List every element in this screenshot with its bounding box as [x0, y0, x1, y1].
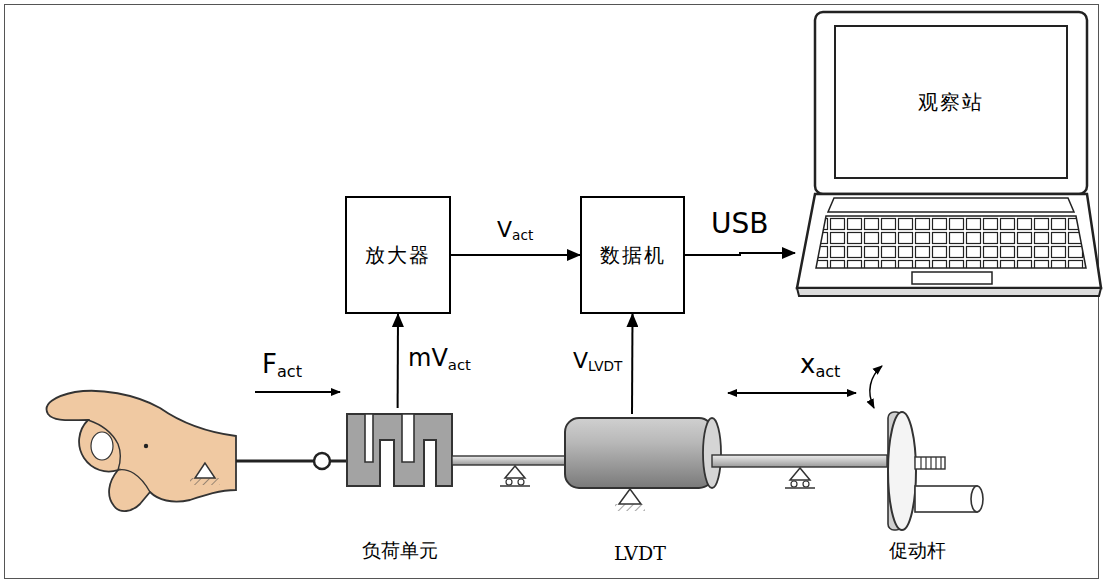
data-unit-box: 数据机 — [580, 196, 685, 314]
box-label: 观察站 — [918, 89, 984, 116]
force-arrow — [255, 391, 340, 393]
signal-label: Vact — [497, 218, 533, 243]
part-name: 促动杆 — [862, 538, 972, 564]
screen-area: 观察站 — [837, 28, 1065, 176]
load-cell: 负荷单元 — [340, 408, 460, 564]
signal-arrow — [631, 314, 634, 414]
box-label: 放大器 — [365, 242, 431, 269]
load-cell-figure — [347, 414, 567, 486]
force-label: Fact — [262, 350, 302, 381]
signal-label: mVact — [408, 345, 471, 373]
signal-label: VLVDT — [573, 349, 622, 374]
hand-figure — [47, 391, 347, 511]
signal-arrow — [451, 254, 580, 256]
lvdt-figure — [565, 418, 887, 511]
actuator-figure — [870, 366, 983, 530]
amplifier-box: 放大器 — [345, 196, 451, 314]
box-label: 数据机 — [600, 242, 666, 269]
observation-station: 观察站 — [795, 10, 1103, 300]
signal-label: USB — [711, 209, 768, 240]
laptop-figure — [797, 12, 1101, 296]
lvdt-sensor: LVDT — [560, 414, 720, 564]
part-name: 负荷单元 — [340, 538, 460, 564]
signal-arrow — [685, 253, 795, 255]
displacement-label: xact — [800, 350, 840, 381]
signal-arrow — [397, 314, 399, 408]
part-name: LVDT — [560, 542, 720, 564]
displacement-arrow — [728, 392, 856, 394]
actuator: 促动杆 — [862, 404, 972, 564]
